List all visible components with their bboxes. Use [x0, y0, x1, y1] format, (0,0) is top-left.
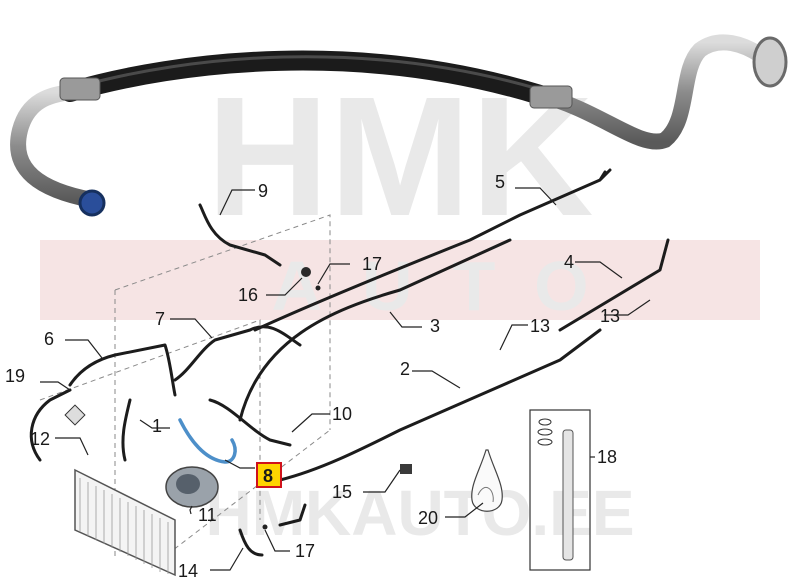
fitting-16 — [301, 267, 311, 277]
bracket-15 — [400, 464, 412, 474]
screw-17b — [262, 524, 268, 530]
callout-4: 4 — [564, 252, 574, 272]
pipe-2 — [278, 328, 602, 482]
pipe-12 — [29, 388, 72, 462]
callout-8-highlighted: 8 — [263, 466, 273, 486]
pipe-1 — [121, 398, 132, 462]
callout-19: 19 — [5, 366, 25, 386]
hose-fitting-right — [529, 85, 573, 109]
receiver-drier — [529, 409, 591, 571]
callout-9: 9 — [258, 181, 268, 201]
callout-18: 18 — [597, 447, 617, 467]
condenser — [74, 468, 176, 577]
callout-1: 1 — [152, 416, 162, 436]
pipe-lines — [29, 168, 670, 557]
callout-15: 15 — [332, 482, 352, 502]
hose-fitting-left — [59, 77, 101, 101]
blue-cap — [78, 189, 106, 217]
small-fittings — [64, 267, 412, 530]
highlight-box-8 — [256, 462, 282, 488]
callout-10: 10 — [332, 404, 352, 424]
screw-17a — [315, 285, 321, 291]
callout-5: 5 — [495, 172, 505, 192]
callout-3: 3 — [430, 316, 440, 336]
pipe-7 — [173, 325, 302, 382]
callout-11: 11 — [198, 505, 217, 525]
callout-13-right: 13 — [600, 306, 620, 326]
pipe-5 — [253, 168, 612, 332]
pipe-3 — [238, 238, 512, 422]
callout-7: 7 — [155, 309, 165, 329]
compressor — [165, 466, 219, 508]
pipe-14 — [238, 528, 264, 557]
callout-6: 6 — [44, 329, 54, 349]
callout-17-top: 17 — [362, 254, 382, 274]
callout-16: 16 — [238, 285, 258, 305]
callout-13-left: 13 — [530, 316, 550, 336]
leader-lines — [40, 187, 651, 571]
pipe-8-highlighted — [178, 418, 237, 464]
callout-12: 12 — [30, 429, 50, 449]
callouts: 9 5 4 17 16 3 7 6 13 13 2 10 19 12 1 11 … — [5, 172, 620, 581]
callout-2: 2 — [400, 359, 410, 379]
pipe-9 — [198, 203, 282, 267]
watermark-sub: AUTO — [271, 247, 628, 325]
pipe-17-bracket — [278, 503, 307, 527]
hose-end-fitting — [752, 36, 788, 88]
callout-20: 20 — [418, 508, 438, 528]
pipe-4 — [558, 238, 670, 332]
refrigerant-bottle — [471, 449, 503, 512]
pipe-10 — [208, 398, 292, 447]
callout-17-bottom: 17 — [295, 541, 315, 561]
pipe-6 — [68, 343, 177, 397]
valve-19 — [64, 404, 86, 426]
callout-14: 14 — [178, 561, 198, 581]
main-hose-illustration — [10, 34, 788, 217]
